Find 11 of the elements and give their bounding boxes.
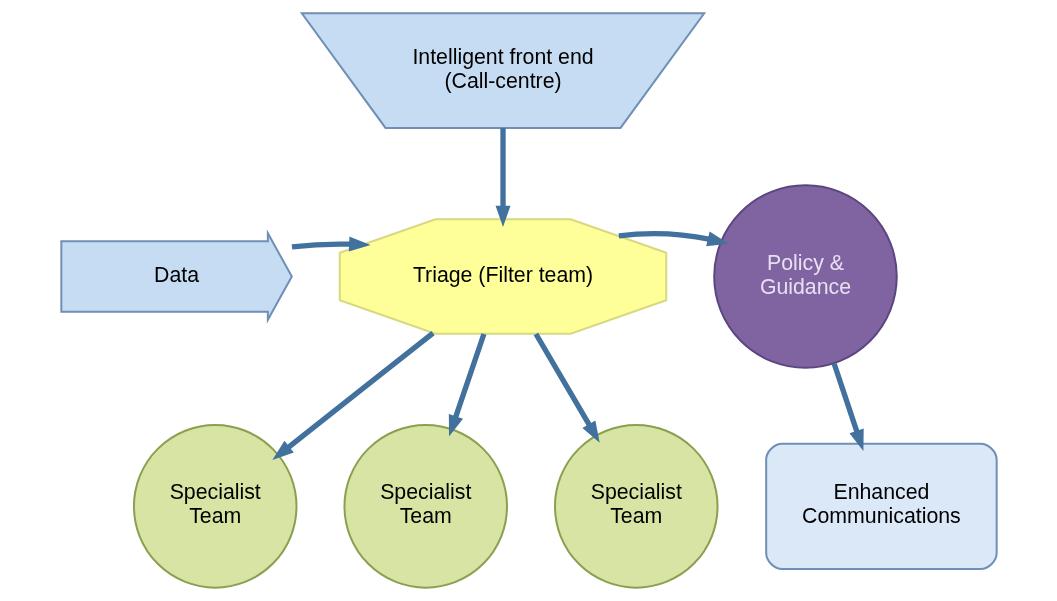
arrow (831, 362, 864, 452)
arrow (533, 332, 600, 443)
node-circle: Policy & Guidance (712, 184, 898, 369)
arrow (271, 331, 435, 460)
node-circle: Specialist Team (342, 424, 508, 589)
arrow (495, 128, 510, 228)
arrow (291, 236, 370, 252)
arrow (618, 230, 729, 247)
node-circle: Specialist Team (553, 424, 719, 589)
node-box: Enhanced Communications (764, 442, 998, 570)
arrow (448, 333, 486, 437)
